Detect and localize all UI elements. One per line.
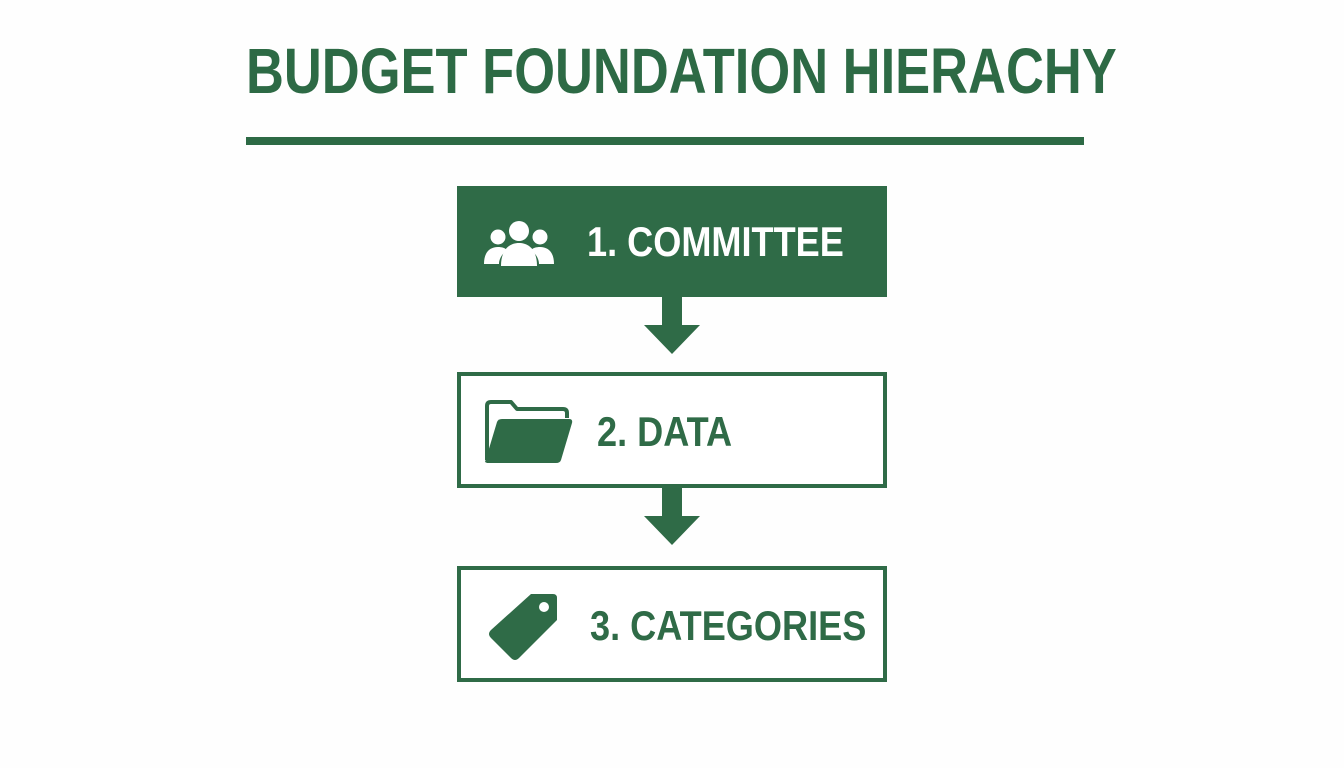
title-underline: [246, 137, 1084, 145]
step-data-label: 2. DATA: [597, 408, 733, 455]
tag-icon: [489, 594, 557, 660]
people-group-icon: [484, 221, 554, 266]
step-categories-label: 3. CATEGORIES: [590, 602, 867, 649]
step-committee-box: 1. COMMITTEE: [457, 186, 887, 297]
step-committee-label: 1. COMMITTEE: [587, 218, 844, 265]
diagram-title: BUDGET FOUNDATION HIERACHY: [246, 35, 1117, 107]
step-categories-box: 3. CATEGORIES: [457, 566, 887, 682]
folder-icon: [485, 400, 573, 463]
arrow-down-icon: [644, 297, 700, 354]
arrow-down-icon: [644, 488, 700, 545]
step-data-box: 2. DATA: [457, 372, 887, 488]
